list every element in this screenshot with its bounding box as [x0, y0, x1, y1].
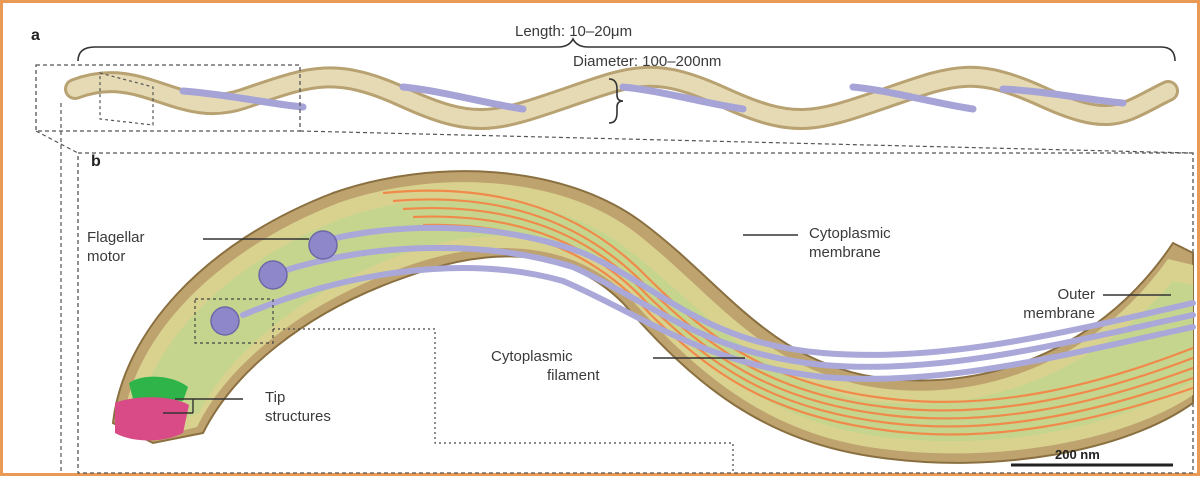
diameter-label: Diameter: 100–200nm — [573, 53, 721, 72]
cytoplasmic-filament-label-line2: filament — [491, 367, 600, 386]
flagellar-motor-label: Flagellar motor — [87, 229, 145, 267]
tip-structures-label-line2: structures — [265, 408, 331, 427]
spirochete-illustration — [3, 3, 1200, 479]
outer-membrane-label: Outer membrane — [963, 286, 1095, 324]
outer-membrane-label-line2: membrane — [963, 305, 1095, 324]
tip-structure-pink — [115, 397, 189, 440]
cytoplasmic-filament-label: Cytoplasmic filament — [491, 348, 600, 386]
periplasmic-flagella-small — [183, 87, 1123, 109]
tip-structures-label: Tip structures — [265, 389, 331, 427]
scale-bar-label: 200 nm — [1055, 447, 1100, 462]
cytoplasmic-filament-label-line1: Cytoplasmic — [491, 348, 600, 367]
flagellar-motor-label-line1: Flagellar — [87, 229, 145, 248]
cytoplasmic-membrane-label-line1: Cytoplasmic — [809, 225, 891, 244]
cytoplasmic-membrane-label: Cytoplasmic membrane — [809, 225, 891, 263]
flagellar-motor-label-line2: motor — [87, 248, 145, 267]
tip-structures-label-line1: Tip — [265, 389, 331, 408]
panel-label-a: a — [31, 27, 40, 45]
panel-label-b: b — [91, 153, 101, 171]
cytoplasmic-membrane-label-line2: membrane — [809, 244, 891, 263]
outer-membrane-label-line1: Outer — [963, 286, 1095, 305]
length-label: Length: 10–20μm — [515, 23, 632, 42]
